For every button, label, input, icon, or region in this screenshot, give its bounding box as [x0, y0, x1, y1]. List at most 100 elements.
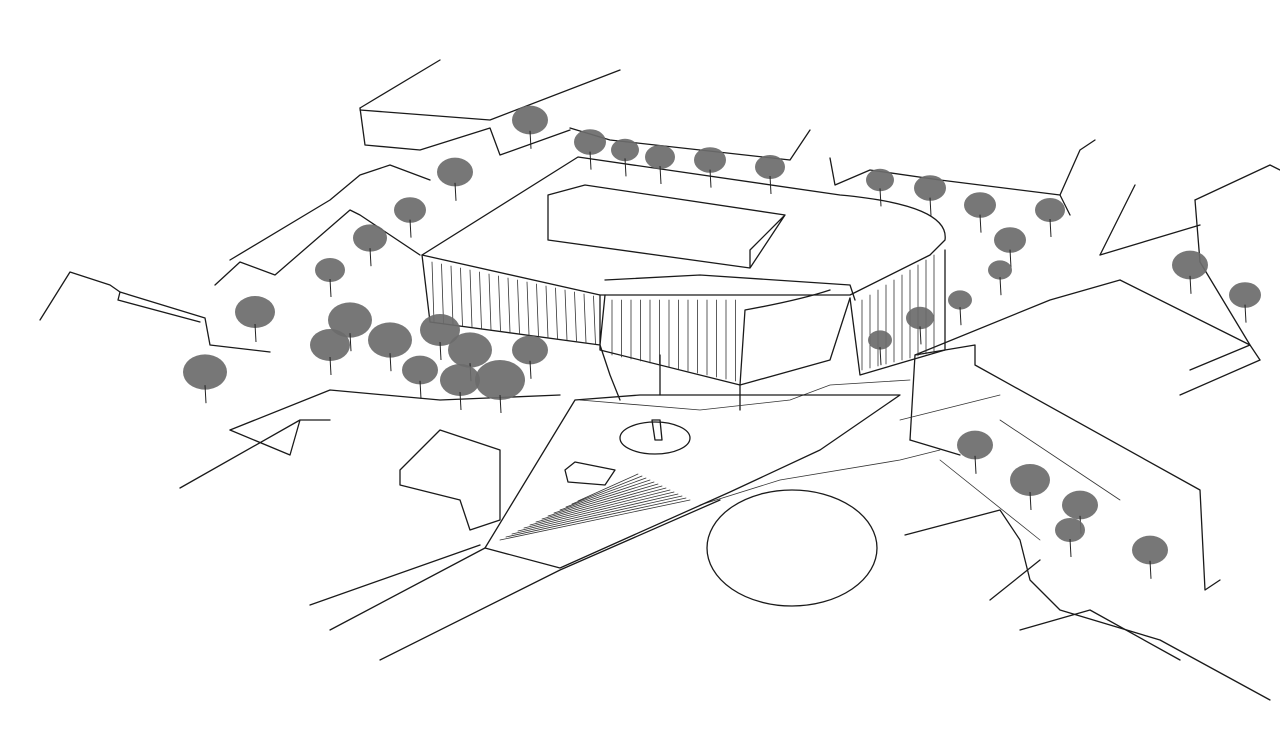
tree-trunk — [919, 326, 922, 345]
trees — [183, 105, 1261, 579]
tree-trunk — [974, 455, 977, 474]
mullion — [460, 267, 463, 327]
mullion — [583, 293, 587, 344]
tree-trunk — [1029, 491, 1032, 511]
tree-trunk — [589, 151, 592, 170]
tree-trunk — [659, 165, 662, 185]
tree-canopy — [512, 335, 548, 365]
fountain-circle — [619, 421, 691, 455]
tree-canopy — [994, 227, 1026, 253]
tree-trunk — [439, 341, 442, 361]
tree-canopy — [1132, 535, 1168, 565]
tree-trunk — [529, 360, 532, 379]
tree-canopy — [368, 322, 412, 358]
main-building — [421, 156, 946, 411]
lawn-oval — [706, 489, 878, 607]
tree-canopy — [866, 168, 894, 192]
tree-canopy — [906, 306, 934, 330]
tree-trunk — [459, 391, 462, 411]
tree-canopy — [1229, 282, 1261, 308]
mullion — [431, 261, 435, 323]
tree-trunk — [929, 197, 932, 216]
mullion — [469, 269, 473, 328]
tree-trunk — [389, 353, 392, 372]
tree-trunk — [329, 356, 332, 376]
tree-canopy — [574, 129, 606, 155]
mullion — [574, 291, 577, 342]
tree-canopy — [1172, 250, 1208, 280]
tree-trunk — [624, 158, 627, 177]
tree-trunk — [369, 248, 372, 267]
tree-canopy — [694, 147, 726, 173]
mullion — [450, 265, 454, 326]
tree-canopy — [402, 355, 438, 385]
tree-trunk — [254, 323, 257, 343]
mullion — [545, 285, 549, 339]
plaza — [484, 394, 901, 569]
rooftop-volume — [547, 184, 786, 269]
tree-canopy — [437, 157, 473, 187]
tree-canopy — [235, 296, 275, 328]
tree-canopy — [964, 192, 996, 218]
tree-canopy — [394, 197, 426, 223]
paving-line — [577, 473, 639, 502]
tree-trunk — [879, 188, 882, 207]
plaza-paving-hatch — [499, 473, 691, 541]
tree-canopy — [755, 155, 785, 179]
tree-trunk — [454, 182, 457, 201]
tree-canopy — [988, 260, 1012, 280]
mullion — [488, 273, 492, 331]
tree-trunk — [1069, 538, 1072, 558]
tree-canopy — [914, 175, 946, 201]
paving-line — [499, 499, 691, 541]
tree-trunk — [979, 214, 982, 233]
building-roof — [421, 156, 946, 296]
tree-trunk — [1189, 275, 1192, 294]
paving-line — [529, 489, 671, 526]
tree-canopy — [957, 430, 993, 460]
tree-trunk — [879, 347, 882, 366]
mullion — [441, 263, 444, 324]
mullion — [507, 277, 511, 333]
tree-trunk — [709, 169, 712, 188]
mullion — [564, 289, 568, 341]
paving-line — [559, 479, 651, 511]
paving-line — [565, 477, 647, 508]
tree-trunk — [1244, 304, 1247, 323]
paving-line — [517, 493, 679, 532]
tree-canopy — [328, 302, 372, 338]
tree-canopy — [475, 360, 525, 400]
paving-line — [505, 497, 687, 538]
facade-mullions — [431, 254, 935, 382]
paving-line — [547, 483, 659, 517]
tree-canopy — [868, 330, 892, 350]
tree-trunk — [409, 219, 412, 238]
tree-trunk — [419, 380, 422, 399]
tree-trunk — [1009, 249, 1012, 268]
tree-trunk — [349, 333, 352, 352]
mullion — [479, 271, 482, 329]
mullion — [593, 295, 596, 345]
tree-canopy — [448, 332, 492, 368]
paving-line — [571, 475, 643, 505]
tree-trunk — [999, 277, 1002, 296]
tree-canopy — [1055, 518, 1085, 542]
entrance-canopy — [564, 461, 616, 486]
tree-canopy — [1010, 464, 1050, 496]
paving-line — [541, 485, 663, 520]
tree-trunk — [959, 307, 962, 326]
tree-canopy — [440, 364, 480, 396]
mullion — [526, 281, 530, 336]
tree-canopy — [512, 105, 548, 135]
plaza-triangle — [484, 394, 901, 569]
paving-line — [553, 481, 655, 514]
tree-canopy — [1035, 198, 1065, 222]
tree-trunk — [499, 394, 502, 414]
mullion — [517, 279, 520, 335]
tree-canopy — [310, 329, 350, 361]
tree-canopy — [353, 224, 387, 252]
paving-line — [535, 487, 667, 523]
tree-canopy — [1062, 490, 1098, 520]
mullion — [536, 283, 539, 337]
